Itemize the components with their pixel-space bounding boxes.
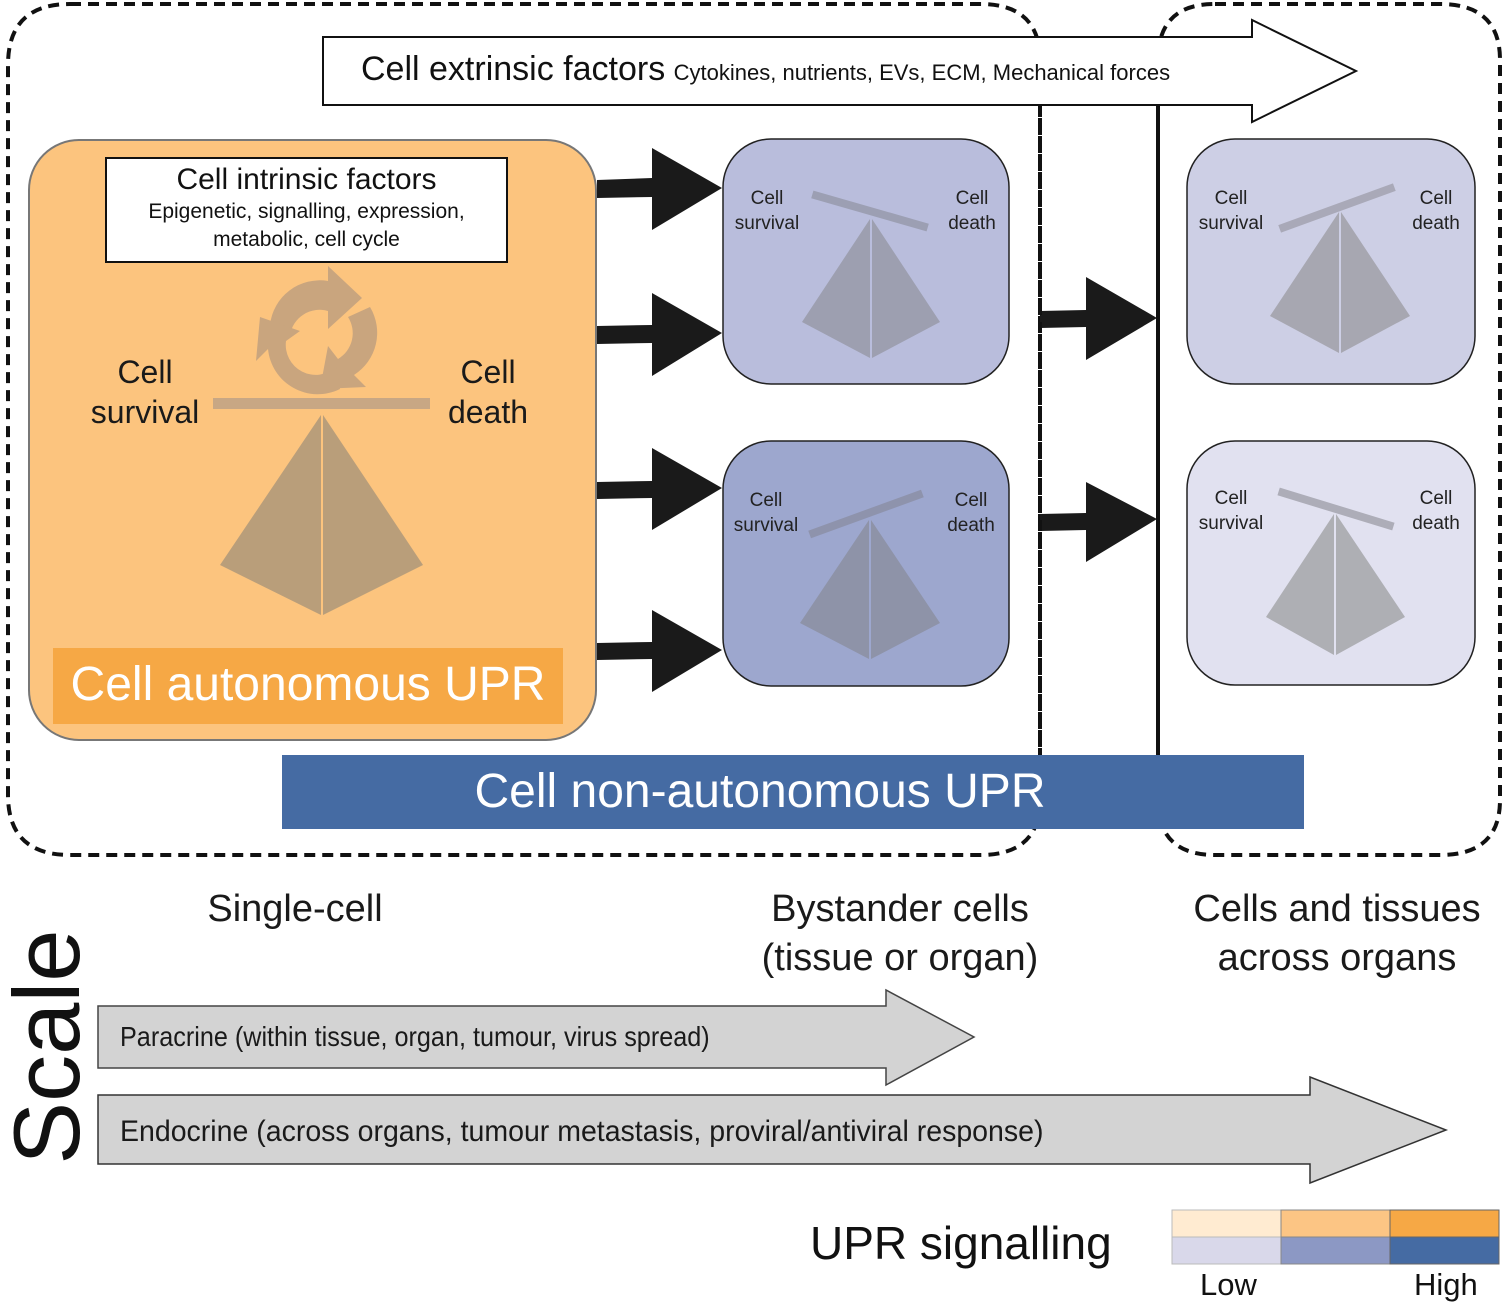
paracrine-label: Paracrine (within tissue, organ, tumour,… (120, 1021, 710, 1052)
extrinsic-factors-label: Cell extrinsic factors Cytokines, nutrie… (361, 50, 1170, 89)
autonomous-balance-beam (213, 398, 430, 409)
legend-orange-low (1171, 1209, 1282, 1238)
legend-orange-high (1389, 1209, 1500, 1238)
distant-1-fulcrum-left (1270, 212, 1339, 353)
intrinsic-line2: metabolic, cell cycle (213, 228, 400, 251)
arrow-to-bystander-1a (597, 148, 722, 230)
bystander-1-fulcrum-right (872, 219, 940, 358)
bystander-2-fulcrum-left (800, 520, 869, 659)
legend-high-label: High (1414, 1267, 1478, 1302)
legend-blue-low (1171, 1236, 1282, 1265)
signal-arrows (597, 148, 1157, 692)
single-cell-bystander-region (6, 1, 1042, 857)
bystander-1-death-label: Cell death (948, 188, 996, 234)
extrinsic-subtitle: Cytokines, nutrients, EVs, ECM, Mechanic… (673, 60, 1171, 85)
intrinsic-title: Cell intrinsic factors (176, 163, 437, 196)
arrow-to-bystander-2a (597, 448, 722, 530)
distant-1-beam (1278, 183, 1396, 233)
legend-title: UPR signalling (810, 1217, 1112, 1269)
intrinsic-factors-label: Cell intrinsic factors Epigenetic, signa… (106, 162, 507, 254)
scale-axis-label: Scale (0, 929, 99, 1165)
autonomous-upr-banner: Cell autonomous UPR (70, 658, 546, 711)
bystander-2-beam (808, 489, 924, 539)
distant-2-beam (1277, 487, 1395, 531)
bystander-2-survival-label: Cell survival (733, 490, 799, 536)
non-autonomous-upr-banner: Cell non-autonomous UPR (474, 765, 1046, 818)
distant-2-survival-label: Cell survival (1198, 488, 1264, 534)
cycle-arrows-icon (256, 266, 378, 395)
non-autonomous-banner-bg (282, 755, 1304, 829)
across-organs-region (1156, 2, 1502, 857)
distant-1-death-label: Cell death (1412, 188, 1460, 234)
arrow-to-distant-1 (1040, 277, 1157, 360)
bystander-1-fulcrum-left (802, 219, 870, 358)
bystander-2-death-label: Cell death (947, 490, 995, 536)
extrinsic-factors-arrow (322, 18, 1359, 124)
scale-level-across-organs: Cells and tissues across organs (1193, 888, 1481, 979)
intrinsic-line1: Epigenetic, signalling, expression, (148, 200, 465, 223)
scale-level-bystander: Bystander cells (tissue or organ) (761, 888, 1039, 979)
legend-blue-high (1389, 1236, 1500, 1265)
endocrine-arrow (97, 1075, 1449, 1185)
distant-2-death-label: Cell death (1412, 488, 1460, 534)
distant-2-fulcrum-right (1336, 514, 1405, 655)
intrinsic-factors-box (105, 157, 508, 263)
paracrine-arrow (97, 988, 976, 1087)
legend-orange-mid (1280, 1209, 1391, 1238)
distant-1-fulcrum-right (1341, 212, 1410, 353)
arrow-to-bystander-2b (597, 610, 722, 692)
bystander-1-beam (811, 190, 929, 232)
legend-low-label: Low (1200, 1267, 1257, 1302)
scale-level-single-cell: Single-cell (207, 888, 383, 930)
autonomous-banner-bg (53, 648, 563, 724)
legend-blue-mid (1280, 1236, 1391, 1265)
arrow-to-distant-2 (1040, 482, 1157, 562)
autonomous-survival-label: Cell survival (90, 354, 200, 430)
legend-swatches (1171, 1209, 1500, 1265)
extrinsic-title: Cell extrinsic factors (361, 50, 666, 88)
autonomous-fulcrum (220, 415, 423, 615)
autonomous-death-label: Cell death (447, 354, 529, 430)
endocrine-label: Endocrine (across organs, tumour metasta… (120, 1115, 1044, 1148)
distant-1-survival-label: Cell survival (1198, 188, 1264, 234)
bystander-1-survival-label: Cell survival (734, 188, 800, 234)
bystander-2-fulcrum-right (871, 520, 940, 659)
arrow-to-bystander-1b (597, 293, 722, 376)
distant-2-fulcrum-left (1266, 514, 1334, 655)
